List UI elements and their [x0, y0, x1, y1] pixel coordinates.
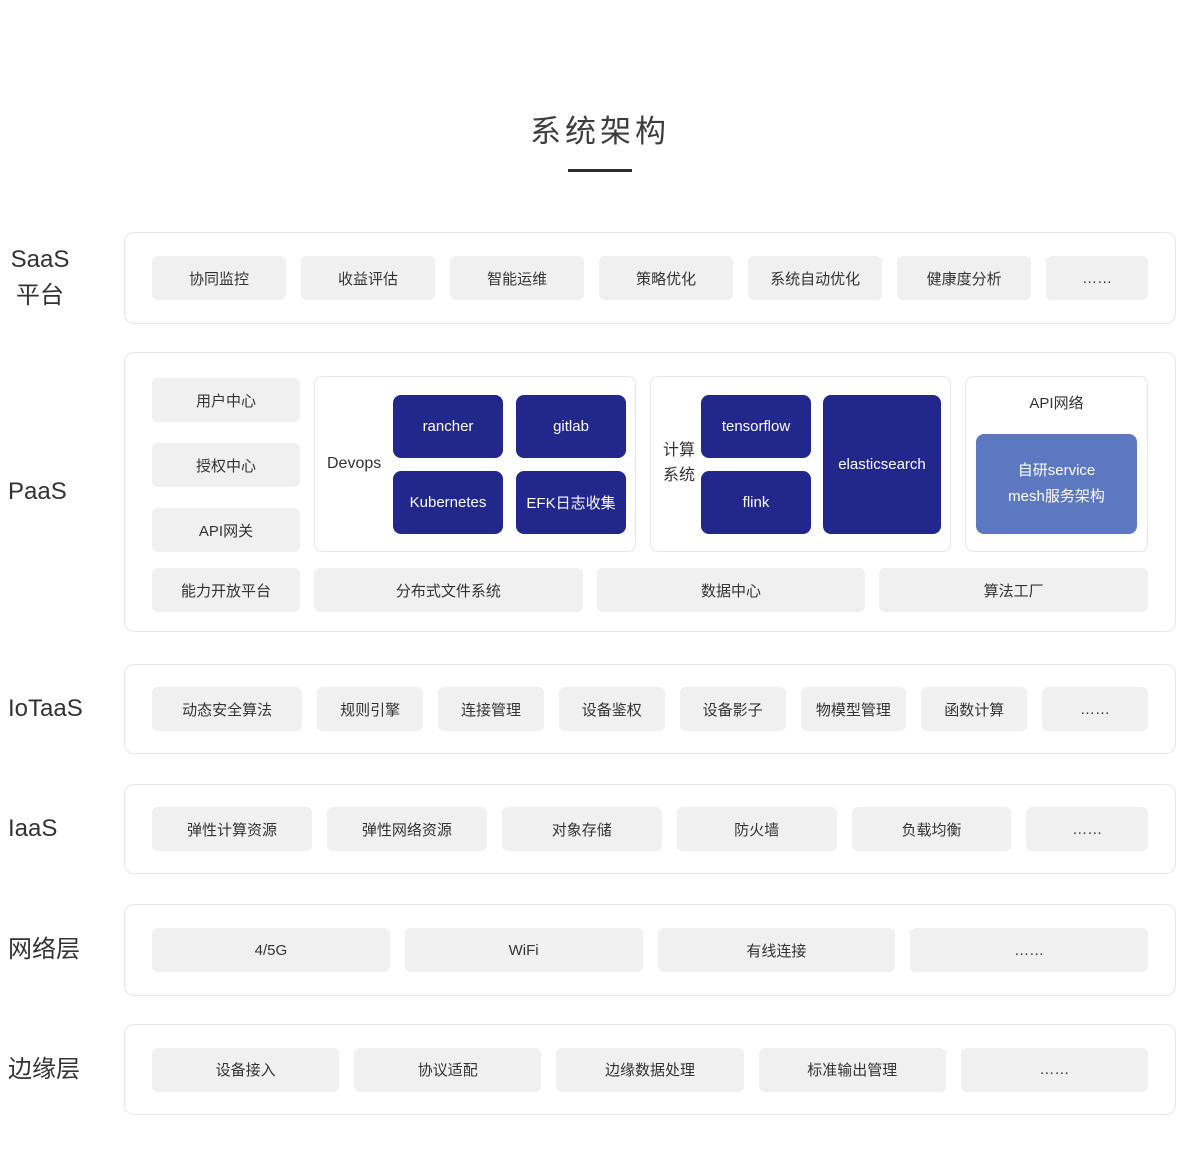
paas-tile: API网关 [152, 508, 300, 552]
iotaas-tile-more: …… [1042, 687, 1148, 731]
paas-top-section: 用户中心 授权中心 API网关 Devops rancher gitlab Ku… [152, 376, 1148, 552]
api-network-title: API网络 [1029, 395, 1084, 412]
compute-group-label-line2: 系统 [663, 467, 696, 484]
paas-tile: 能力开放平台 [152, 568, 300, 612]
network-tile: 4/5G [152, 928, 390, 972]
edge-layer-container: 设备接入 协议适配 边缘数据处理 标准输出管理 …… [124, 1024, 1176, 1115]
devops-blocks: rancher gitlab Kubernetes EFK日志收集 [393, 394, 626, 534]
layer-label-iotaas: IoTaaS [8, 695, 83, 722]
compute-block: flink [701, 470, 811, 534]
paas-bottom-section: 能力开放平台 分布式文件系统 数据中心 算法工厂 [152, 568, 1149, 612]
layer-label-network: 网络层 [8, 936, 80, 963]
devops-block: Kubernetes [393, 470, 503, 534]
saas-tile-more: …… [1046, 256, 1149, 300]
devops-block: EFK日志收集 [516, 470, 626, 534]
iaas-tile: 对象存储 [501, 807, 662, 851]
edge-tile: 边缘数据处理 [556, 1047, 744, 1092]
compute-group: 计算 系统 tensorflow flink elasticsearch [650, 376, 951, 552]
iotaas-tile: 连接管理 [438, 687, 544, 731]
edge-tile: 标准输出管理 [758, 1047, 946, 1092]
iotaas-tile: 动态安全算法 [152, 687, 303, 731]
paas-layer-container: 用户中心 授权中心 API网关 Devops rancher gitlab Ku… [124, 352, 1176, 632]
iotaas-tile: 规则引擎 [317, 687, 424, 731]
iaas-tile-more: …… [1026, 807, 1148, 851]
iotaas-tile: 设备鉴权 [558, 687, 665, 731]
devops-block: rancher [393, 394, 503, 458]
layer-label-saas-line2: 平台 [16, 282, 64, 309]
iotaas-tile: 函数计算 [921, 687, 1028, 731]
network-tile-more: …… [910, 928, 1148, 972]
iaas-tile: 防火墙 [676, 807, 837, 851]
edge-tile: 设备接入 [152, 1047, 340, 1092]
network-tile: 有线连接 [657, 928, 896, 972]
saas-tile: 智能运维 [450, 256, 585, 300]
paas-tile: 用户中心 [152, 378, 300, 422]
layer-label-paas: PaaS [8, 478, 67, 505]
compute-group-label-line1: 计算 [663, 442, 696, 460]
paas-left-column: 用户中心 授权中心 API网关 [152, 376, 300, 552]
saas-tile: 策略优化 [599, 256, 734, 300]
iotaas-tile: 设备影子 [679, 687, 786, 731]
compute-block: tensorflow [701, 394, 811, 458]
service-mesh-line1: 自研service [1017, 461, 1096, 479]
iaas-tile: 弹性网络资源 [326, 807, 487, 851]
paas-tile: 分布式文件系统 [314, 568, 583, 612]
title-underline [568, 169, 632, 172]
layer-label-edge: 边缘层 [8, 1055, 80, 1083]
paas-tile: 数据中心 [596, 568, 866, 612]
network-layer-container: 4/5G WiFi 有线连接 …… [124, 904, 1176, 996]
devops-block: gitlab [516, 394, 626, 458]
iotaas-tile: 物模型管理 [800, 687, 907, 731]
paas-tile: 算法工厂 [879, 568, 1149, 612]
iaas-layer-container: 弹性计算资源 弹性网络资源 对象存储 防火墙 负载均衡 …… [124, 784, 1176, 874]
compute-block-elasticsearch: elasticsearch [823, 394, 941, 534]
compute-left-column: tensorflow flink [701, 394, 811, 534]
iaas-tile: 负载均衡 [851, 807, 1012, 851]
service-mesh-line2: mesh服务架构 [1008, 488, 1105, 505]
edge-tile: 协议适配 [354, 1047, 542, 1092]
iaas-tile: 弹性计算资源 [152, 807, 312, 851]
service-mesh-block: 自研service mesh服务架构 [976, 434, 1137, 534]
devops-group-label: Devops [327, 454, 382, 472]
saas-layer-container: 协同监控 收益评估 智能运维 策略优化 系统自动优化 健康度分析 …… [124, 232, 1176, 324]
compute-group-label: 计算 系统 [663, 439, 701, 489]
edge-tile-more: …… [960, 1047, 1149, 1092]
page-title: 系统架构 [530, 114, 670, 149]
layer-label-iaas: IaaS [8, 815, 58, 842]
saas-tile: 系统自动优化 [748, 256, 883, 300]
api-network-group: API网络 自研service mesh服务架构 [965, 376, 1148, 552]
saas-tile: 健康度分析 [897, 256, 1032, 300]
layer-label-saas: SaaS 平台 [8, 232, 72, 324]
network-tile: WiFi [404, 928, 643, 972]
paas-tile: 授权中心 [152, 443, 300, 487]
iotaas-layer-container: 动态安全算法 规则引擎 连接管理 设备鉴权 设备影子 物模型管理 函数计算 …… [124, 664, 1176, 754]
compute-blocks: tensorflow flink elasticsearch [701, 394, 941, 534]
devops-group: Devops rancher gitlab Kubernetes EFK日志收集 [314, 376, 636, 552]
saas-tile: 协同监控 [152, 256, 287, 300]
saas-tile: 收益评估 [301, 256, 436, 300]
layer-label-saas-line1: SaaS [10, 246, 70, 273]
